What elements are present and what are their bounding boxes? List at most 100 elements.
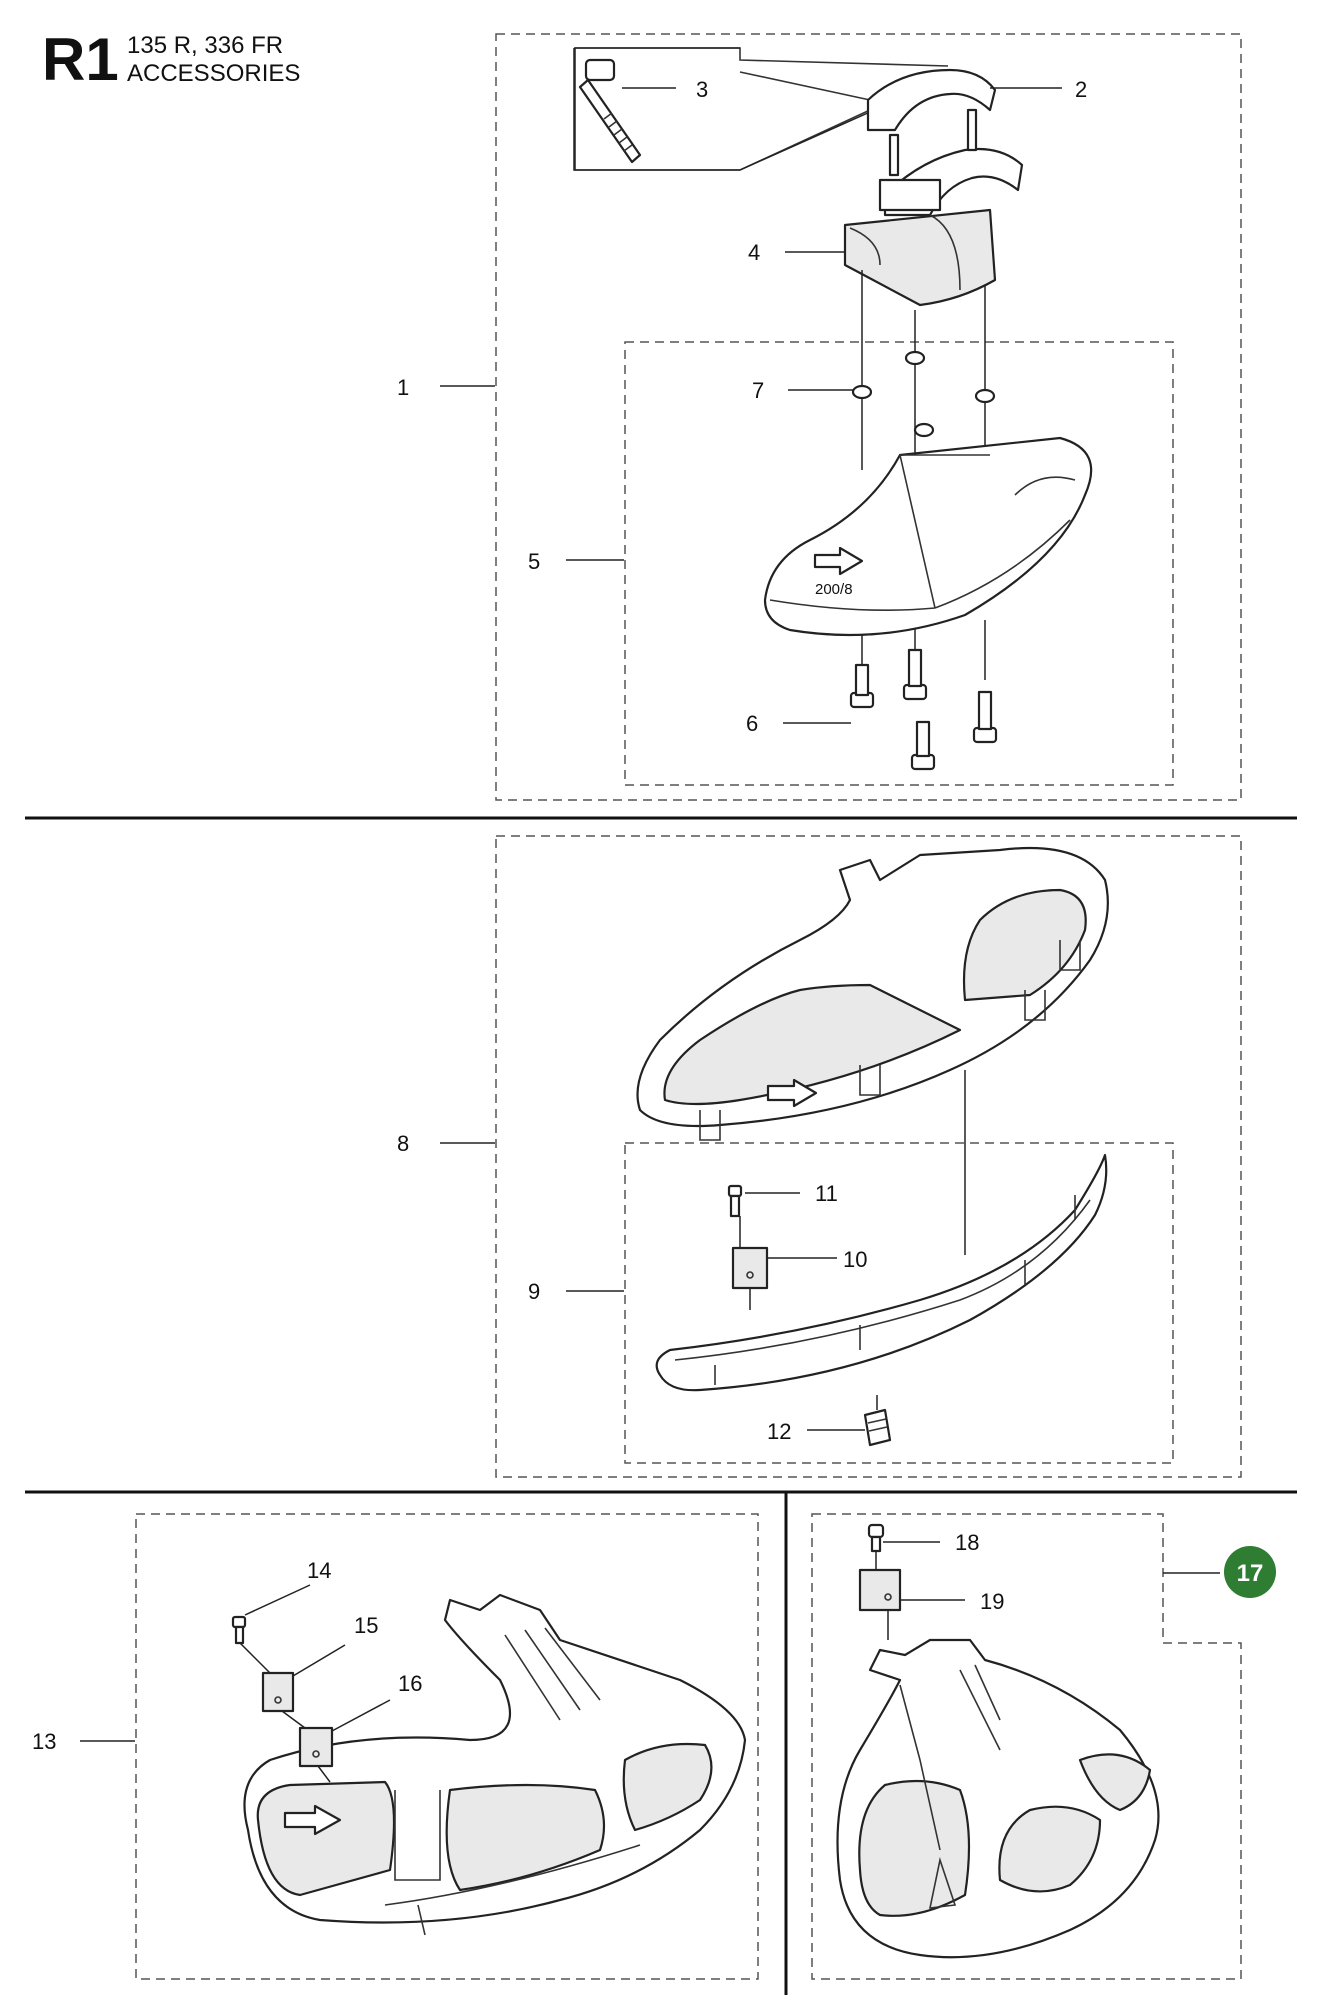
callout-4: 4 — [748, 240, 760, 265]
washer-7a — [851, 384, 873, 400]
screw-18 — [867, 1523, 885, 1553]
group-box-13 — [135, 1513, 759, 1980]
screws-6 — [849, 648, 998, 771]
screw-14-head — [231, 1615, 247, 1629]
leader-16 — [331, 1699, 391, 1732]
callout-2: 2 — [1075, 77, 1087, 102]
plate-19 — [858, 1568, 902, 1612]
screw-18-shank — [870, 1535, 882, 1553]
callout-14: 14 — [307, 1558, 331, 1583]
extension-9-clips — [714, 1195, 1076, 1385]
guard-13-arrow-icon — [283, 1804, 342, 1836]
bolt-inset-outline — [574, 47, 871, 171]
guard-13-ribs — [394, 1627, 601, 1881]
screw-11-head — [727, 1184, 743, 1198]
plate-16-hole — [312, 1750, 320, 1758]
washer-7d — [974, 388, 996, 404]
guard-13-panel-left — [256, 1780, 396, 1897]
group-box-17 — [811, 1513, 1242, 1980]
group-box-8 — [495, 835, 1242, 1478]
guard-8-inner-left — [663, 983, 962, 1106]
plate-15 — [261, 1671, 295, 1713]
section-4-assembly: 18 19 17 — [811, 1513, 1276, 1980]
extension-9 — [655, 1153, 1108, 1392]
section-2-assembly: 8 9 10 11 12 — [397, 835, 1242, 1478]
bolt-3-thread — [603, 112, 633, 152]
assembly-lines-18-19 — [875, 1551, 889, 1640]
callout-12: 12 — [767, 1419, 791, 1444]
guard-5-arrow-icon — [813, 546, 864, 576]
plate-10-hole — [746, 1271, 754, 1279]
guard-17-panel-right — [1078, 1753, 1152, 1812]
callout-18: 18 — [955, 1530, 979, 1555]
model-list: 135 R, 336 FR — [127, 32, 284, 59]
callout-7: 7 — [752, 378, 764, 403]
washer-7c — [913, 422, 935, 438]
guard-13-edge — [384, 1844, 641, 1936]
guard-17-panel-middle — [998, 1805, 1102, 1893]
guard-8-arrow-icon — [766, 1078, 818, 1108]
group-box-5 — [624, 341, 1174, 786]
callout-9: 9 — [528, 1279, 540, 1304]
screw-11-shank — [729, 1194, 741, 1218]
bolt-3-shank — [578, 78, 642, 164]
guard-5-detail — [769, 454, 1076, 612]
clamp-2-stud-right — [966, 108, 978, 152]
assembly-line-10-11 — [739, 1216, 751, 1310]
callout-17-badge — [1224, 1546, 1276, 1598]
guard-8 — [636, 846, 1109, 1141]
guard-13-panel-right — [622, 1742, 713, 1832]
clip-12 — [863, 1408, 892, 1447]
clamp-2-stud-left — [888, 133, 900, 177]
callout-11: 11 — [815, 1181, 838, 1206]
extension-9-body — [655, 1153, 1108, 1392]
plate-16-body — [298, 1726, 334, 1768]
screw-6d-shank — [977, 690, 993, 731]
bolt-3 — [578, 58, 642, 164]
screw-6c-shank — [915, 720, 931, 758]
screw-11 — [727, 1184, 743, 1218]
callout-5: 5 — [528, 549, 540, 574]
clamp-2-block — [878, 178, 942, 212]
guard-17-notch — [928, 1856, 957, 1909]
guard-8-clips — [699, 940, 1081, 1141]
bracket-4-body — [843, 208, 997, 307]
plate-10-body — [731, 1246, 769, 1290]
callout-10: 10 — [843, 1247, 867, 1272]
guard-5-body — [763, 436, 1093, 637]
guard-8-inner-right — [962, 888, 1087, 1002]
guard-17-ribs — [899, 1664, 1001, 1851]
leader-14 — [244, 1584, 311, 1616]
plate-15-body — [261, 1671, 295, 1713]
screw-18-head — [867, 1523, 885, 1539]
guard-17-panel-left — [858, 1779, 971, 1917]
screw-14-shank — [234, 1625, 245, 1645]
guard-13-panel-middle — [445, 1783, 606, 1892]
plate-19-body — [858, 1568, 902, 1612]
section-3-assembly: 13 14 15 16 — [32, 1513, 759, 1980]
guard-13 — [243, 1593, 747, 1936]
section-title: ACCESSORIES — [127, 60, 301, 87]
screw-6b-shank — [907, 648, 923, 688]
group-box-9 — [624, 1142, 1174, 1464]
plate-15-hole — [274, 1696, 282, 1704]
guard-17 — [836, 1638, 1160, 1959]
clamp-2 — [866, 68, 1024, 217]
page-code: R1 — [42, 26, 119, 93]
section-1-assembly: 200/8 1 2 3 4 5 6 7 — [397, 33, 1242, 801]
washers-7 — [851, 350, 996, 438]
callout-17: 17 — [1237, 1560, 1264, 1587]
callout-15: 15 — [354, 1613, 378, 1638]
callout-3: 3 — [696, 77, 708, 102]
bracket-4-detail — [849, 214, 961, 291]
trimmer-guard-5: 200/8 — [763, 436, 1093, 637]
clamp-2-upper — [866, 68, 997, 132]
screw-14 — [231, 1615, 247, 1645]
extension-9-edge — [674, 1199, 1091, 1361]
plate-19-hole — [884, 1593, 892, 1601]
bracket-4 — [843, 208, 997, 307]
callout-16: 16 — [398, 1671, 422, 1696]
plate-16 — [298, 1726, 334, 1768]
bolt-inset-frame — [573, 47, 949, 171]
